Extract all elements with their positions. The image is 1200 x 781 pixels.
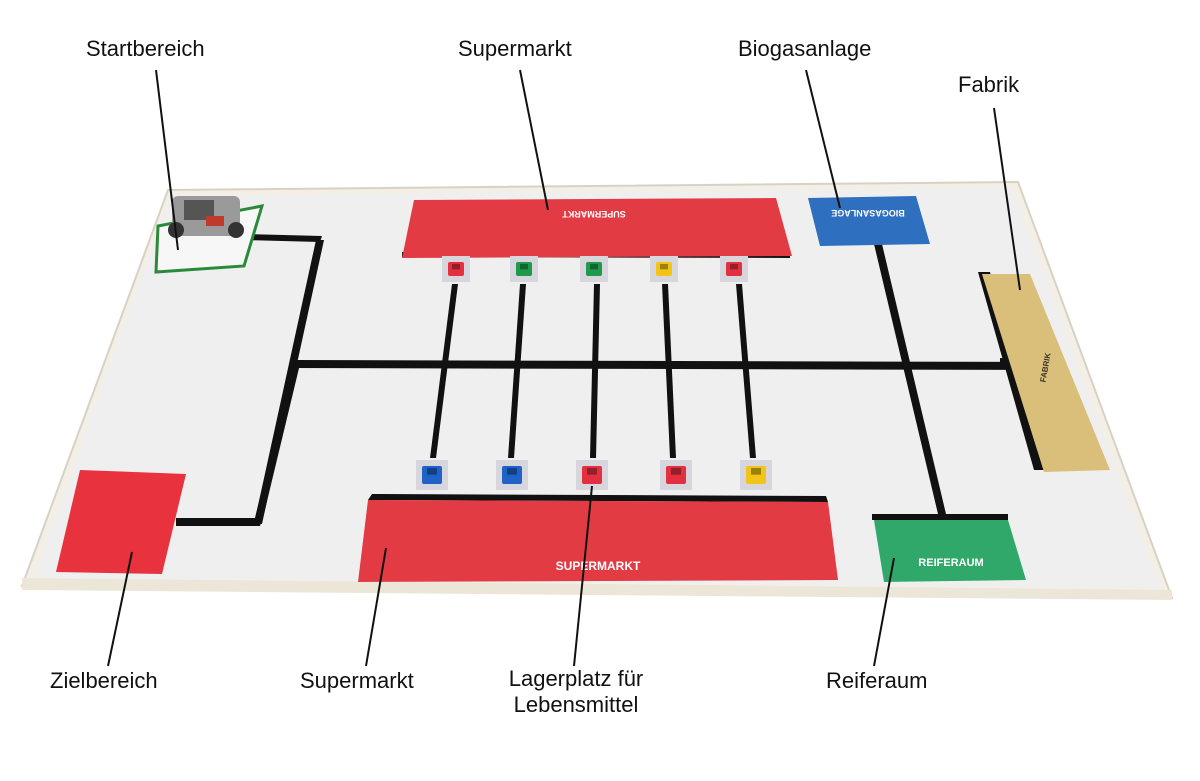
- supermarket-top-label: SUPERMARKT: [562, 209, 626, 219]
- leader-lines: [107, 69, 1021, 667]
- storage-block: [720, 256, 748, 282]
- storage-block: [416, 460, 448, 490]
- supermarket-bottom-label: SUPERMARKT: [556, 559, 641, 573]
- storage-block: [510, 256, 538, 282]
- callout-biogasanlage: Biogasanlage: [738, 36, 872, 61]
- ripening-label: REIFERAUM: [918, 557, 983, 569]
- front-wall: [22, 578, 1172, 600]
- storage-block: [740, 460, 772, 490]
- callout-reiferaum: Reiferaum: [826, 668, 928, 693]
- storage-block: [576, 460, 608, 490]
- callout-lagerplatz: Lagerplatz für Lebensmittel: [492, 666, 660, 718]
- factory-zone: [982, 274, 1110, 472]
- storage-row-top: [442, 256, 748, 282]
- storage-row-bottom: [416, 460, 772, 490]
- storage-block: [650, 256, 678, 282]
- callout-zielbereich: Zielbereich: [50, 668, 158, 693]
- supermarket-bottom-zone: [358, 500, 838, 582]
- robot: [168, 196, 244, 238]
- storage-block: [496, 460, 528, 490]
- callout-supermarkt-bottom: Supermarkt: [300, 668, 414, 693]
- storage-block: [660, 460, 692, 490]
- callout-supermarkt-top: Supermarkt: [458, 36, 572, 61]
- callout-lagerplatz-line1: Lagerplatz für: [508, 666, 644, 691]
- biogas-label: BIOGASANLAGE: [831, 208, 905, 218]
- storage-block: [580, 256, 608, 282]
- callout-lagerplatz-line2: Lebensmittel: [513, 692, 639, 717]
- target-zone: [56, 470, 186, 574]
- biogas-zone: [808, 196, 930, 246]
- start-area: [154, 196, 265, 274]
- callout-startbereich: Startbereich: [86, 36, 205, 61]
- storage-block: [442, 256, 470, 282]
- ripening-zone: [874, 520, 1026, 582]
- callout-fabrik: Fabrik: [958, 72, 1020, 97]
- supermarket-top-zone: [402, 198, 792, 258]
